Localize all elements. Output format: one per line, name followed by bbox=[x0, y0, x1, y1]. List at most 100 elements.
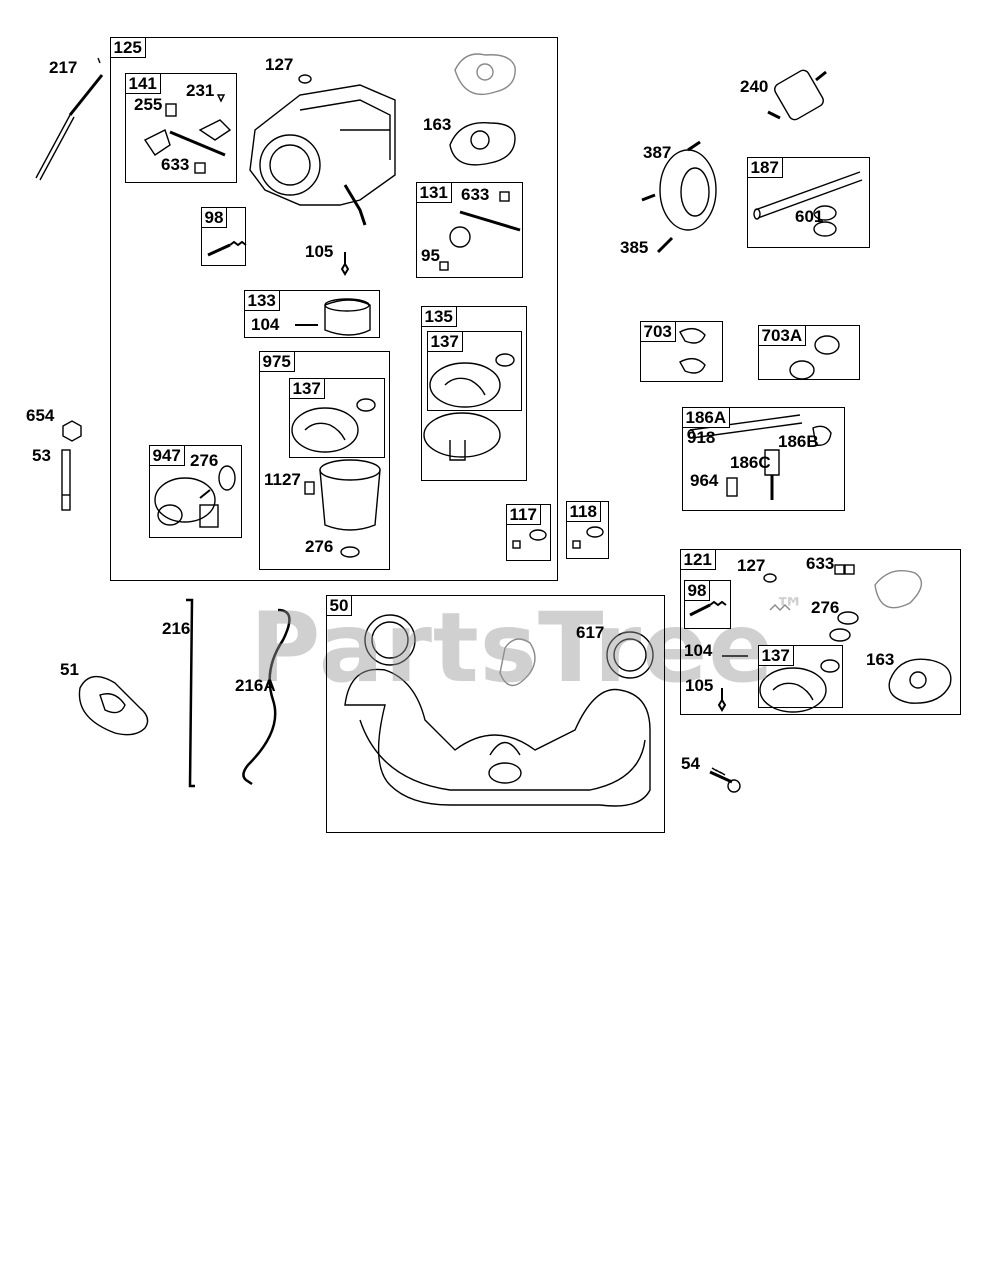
label-633-b[interactable]: 633 bbox=[461, 185, 490, 204]
label-276[interactable]: 276 bbox=[190, 451, 219, 470]
box-703-clamp[interactable]: 703 bbox=[639, 320, 723, 382]
part-975-float-bowl-drawing bbox=[304, 459, 381, 558]
label-54[interactable]: 54 bbox=[681, 754, 700, 773]
label-104-b[interactable]: 104 bbox=[684, 641, 713, 660]
label-186c[interactable]: 186C bbox=[730, 453, 771, 472]
part-231-clip-drawing bbox=[198, 119, 232, 141]
label-276-c[interactable]: 276 bbox=[811, 598, 840, 617]
label-163-b[interactable]: 163 bbox=[866, 650, 895, 669]
box-121-tag: 121 bbox=[679, 548, 716, 570]
box-50-tag: 50 bbox=[325, 594, 353, 616]
part-54-screw-drawing bbox=[709, 767, 741, 793]
box-703a-clamp[interactable]: 703A bbox=[757, 324, 860, 380]
part-137-diaphragm-drawing-b bbox=[291, 398, 376, 453]
box-50-intake-manifold[interactable]: 50 bbox=[325, 594, 665, 833]
box-133-float-kit[interactable]: 133 bbox=[243, 289, 380, 338]
label-95[interactable]: 95 bbox=[421, 246, 440, 265]
box-135-tag: 135 bbox=[420, 305, 457, 327]
box-98b-tag: 98 bbox=[683, 579, 711, 601]
watermark-trademark: ™ bbox=[774, 592, 806, 627]
box-125-tag: 125 bbox=[109, 36, 146, 58]
box-186a-fuel-line-kit[interactable]: 186A bbox=[681, 406, 845, 511]
label-633-c[interactable]: 633 bbox=[806, 554, 835, 573]
box-137-diaphragm-kit-a[interactable]: 137 bbox=[426, 330, 522, 411]
label-216a[interactable]: 216A bbox=[235, 676, 276, 695]
part-187-fuel-line-drawing bbox=[753, 171, 863, 237]
part-137c-diaphragm-drawing bbox=[759, 659, 840, 713]
label-964[interactable]: 964 bbox=[690, 471, 719, 490]
part-121-kit-drawings bbox=[717, 564, 952, 712]
box-98-tag: 98 bbox=[200, 206, 228, 228]
label-654[interactable]: 654 bbox=[26, 406, 55, 425]
part-186a-fuel-line-drawing bbox=[687, 414, 832, 500]
part-385-screw-drawing bbox=[656, 236, 674, 254]
part-51-gasket-drawing bbox=[78, 675, 149, 736]
part-163-gasket-drawing bbox=[449, 121, 516, 166]
part-135-pump-body-drawing bbox=[423, 412, 501, 461]
label-231[interactable]: 231 bbox=[186, 81, 215, 100]
label-104[interactable]: 104 bbox=[251, 315, 280, 334]
label-240[interactable]: 240 bbox=[740, 77, 769, 96]
label-1127[interactable]: 1127 bbox=[264, 470, 301, 489]
box-118-tag: 118 bbox=[565, 500, 601, 522]
box-117[interactable]: 117 bbox=[505, 503, 551, 561]
label-633[interactable]: 633 bbox=[161, 155, 190, 174]
label-255[interactable]: 255 bbox=[134, 95, 163, 114]
label-387[interactable]: 387 bbox=[643, 143, 672, 162]
part-105-needle-drawing bbox=[340, 252, 350, 276]
box-131-shaft-kit[interactable]: 131 bbox=[415, 181, 523, 278]
box-141-kit[interactable]: 141 bbox=[124, 72, 237, 183]
box-133-tag: 133 bbox=[243, 289, 280, 311]
box-118[interactable]: 118 bbox=[565, 500, 609, 559]
label-216[interactable]: 216 bbox=[162, 619, 191, 638]
label-53[interactable]: 53 bbox=[32, 446, 51, 465]
box-137-diaphragm-kit-c[interactable]: 137 bbox=[757, 644, 843, 708]
label-186b[interactable]: 186B bbox=[778, 432, 819, 451]
part-633-seal-drawing bbox=[194, 162, 206, 174]
box-137-diaphragm-kit-b[interactable]: 137 bbox=[288, 377, 385, 458]
label-127[interactable]: 127 bbox=[265, 55, 294, 74]
box-98-screw-kit[interactable]: 98 bbox=[200, 206, 246, 266]
box-703a-tag: 703A bbox=[757, 324, 807, 346]
box-703-tag: 703 bbox=[639, 320, 676, 342]
label-385[interactable]: 385 bbox=[620, 238, 649, 257]
part-216-link-drawing bbox=[186, 598, 195, 788]
box-137a-tag: 137 bbox=[426, 330, 463, 352]
label-127-b[interactable]: 127 bbox=[737, 556, 766, 575]
part-127-oring-drawing bbox=[298, 74, 312, 84]
box-187-fuel-line[interactable]: 187 bbox=[746, 156, 870, 248]
box-125-carburetor-assembly[interactable]: 125 bbox=[109, 36, 558, 581]
label-51[interactable]: 51 bbox=[60, 660, 79, 679]
box-947-solenoid[interactable]: 947 bbox=[148, 444, 242, 538]
box-98-screw-kit-b[interactable]: 98 bbox=[683, 579, 731, 629]
box-975-tag: 975 bbox=[258, 350, 295, 372]
part-654-nut-drawing bbox=[62, 420, 82, 442]
part-387-fuel-pump-drawing bbox=[641, 140, 717, 231]
box-121-overhaul-kit[interactable]: 121 bbox=[679, 548, 961, 715]
box-141-tag: 141 bbox=[124, 72, 161, 94]
box-186a-tag: 186A bbox=[681, 406, 731, 428]
label-105-b[interactable]: 105 bbox=[685, 676, 714, 695]
box-975-bowl-kit[interactable]: 975 bbox=[258, 350, 390, 570]
part-231-screw-drawing bbox=[216, 94, 226, 103]
box-135-pump-kit[interactable]: 135 bbox=[420, 305, 527, 481]
part-947-solenoid-drawing bbox=[154, 465, 236, 528]
label-617[interactable]: 617 bbox=[576, 623, 605, 642]
part-98-screw-spring-drawing bbox=[207, 240, 247, 257]
part-50-intake-manifold-drawing bbox=[344, 614, 654, 807]
label-217[interactable]: 217 bbox=[49, 58, 78, 77]
box-131-tag: 131 bbox=[415, 181, 452, 203]
label-105[interactable]: 105 bbox=[305, 242, 334, 261]
part-217-governor-spring-drawing bbox=[35, 57, 104, 181]
label-276-b[interactable]: 276 bbox=[305, 537, 334, 556]
label-163[interactable]: 163 bbox=[423, 115, 452, 134]
part-118-screw-drawing bbox=[572, 526, 604, 549]
label-918[interactable]: 918 bbox=[687, 428, 716, 447]
part-133-float-drawing bbox=[295, 298, 371, 336]
box-187-tag: 187 bbox=[746, 156, 783, 178]
part-703-clamp-drawing bbox=[679, 327, 706, 374]
box-117-tag: 117 bbox=[505, 503, 541, 525]
label-601[interactable]: 601 bbox=[795, 207, 824, 226]
part-53-stud-drawing bbox=[61, 449, 71, 511]
